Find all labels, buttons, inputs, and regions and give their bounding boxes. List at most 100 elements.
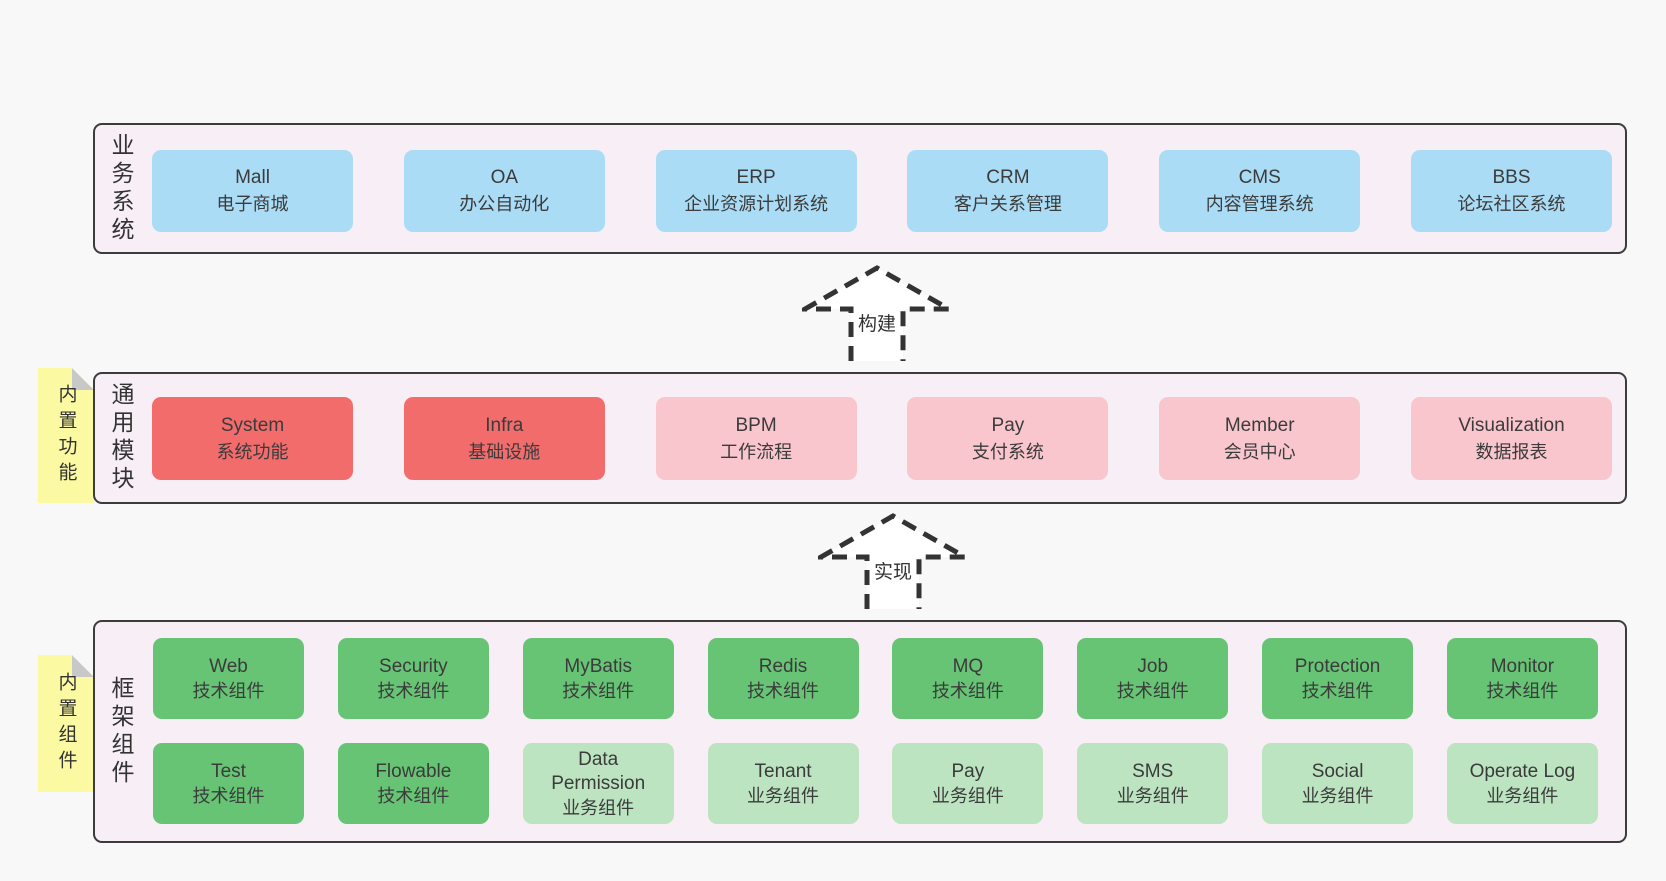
box-name: System: [220, 414, 285, 436]
box-desc: 业务组件: [1301, 785, 1374, 806]
box-desc: 技术组件: [562, 680, 635, 701]
box-infra: Infra 基础设施: [403, 397, 605, 480]
box-member: Member 会员中心: [1159, 397, 1361, 480]
common-modules-panel: 通用模块 System 系统功能 Infra 基础设施 BPM 工作流程 Pay…: [93, 372, 1627, 504]
box-operate-log: Operate Log 业务组件: [1446, 743, 1598, 824]
box-name: Pay: [991, 414, 1025, 436]
box-desc: 基础设施: [468, 441, 541, 462]
box-desc: 技术组件: [1486, 680, 1559, 701]
box-name: Test: [211, 760, 246, 782]
box-monitor: Monitor 技术组件: [1446, 638, 1598, 719]
box-desc: 业务组件: [931, 785, 1004, 806]
box-desc: 技术组件: [931, 680, 1004, 701]
box-name: MyBatis: [564, 655, 632, 677]
box-desc: 客户关系管理: [953, 194, 1062, 214]
box-name: MQ: [952, 655, 984, 677]
framework-components-panel: 框架组件 Web 技术组件 Security 技术组件 MyBatis 技术组件…: [93, 620, 1627, 843]
panel-label-business-systems: 业务系统: [108, 132, 134, 245]
box-erp: ERP 企业资源计划系统: [655, 150, 857, 232]
box-name: Member: [1224, 414, 1295, 436]
box-desc: 技术组件: [192, 680, 265, 701]
box-desc: 业务组件: [1116, 785, 1189, 806]
implement-arrow-label: 实现: [869, 556, 917, 585]
box-desc: 数据报表: [1475, 441, 1548, 462]
box-desc: 业务组件: [562, 797, 635, 818]
box-desc: 内容管理系统: [1205, 194, 1314, 214]
box-desc: 电子商城: [216, 194, 289, 214]
box-name: Data Permission: [551, 748, 646, 794]
box-name: Tenant: [754, 760, 812, 782]
modules-boxes-row: System 系统功能 Infra 基础设施 BPM 工作流程 Pay 支付系统…: [152, 397, 1612, 480]
box-desc: 技术组件: [377, 785, 450, 806]
framework-boxes-row-2: Test 技术组件 Flowable 技术组件 Data Permission …: [153, 743, 1598, 824]
box-name: Web: [209, 655, 248, 677]
box-web: Web 技术组件: [153, 638, 304, 719]
box-name: Infra: [485, 414, 524, 436]
box-name: OA: [490, 167, 519, 188]
box-crm: CRM 客户关系管理: [907, 150, 1109, 232]
box-name: BPM: [735, 414, 777, 436]
box-desc: 技术组件: [1116, 680, 1189, 701]
box-pay-module: Pay 支付系统: [907, 397, 1109, 480]
box-flowable: Flowable 技术组件: [337, 743, 489, 824]
box-desc: 技术组件: [1301, 680, 1374, 701]
box-desc: 技术组件: [747, 680, 820, 701]
box-name: BBS: [1492, 167, 1531, 188]
panel-label-framework-components: 框架组件: [108, 675, 134, 788]
box-desc: 业务组件: [1486, 785, 1559, 806]
business-boxes-row: Mall 电子商城 OA 办公自动化 ERP 企业资源计划系统 CRM 客户关系…: [152, 150, 1612, 232]
box-name: Visualization: [1458, 414, 1565, 436]
box-cms: CMS 内容管理系统: [1159, 150, 1361, 232]
box-desc: 技术组件: [377, 680, 450, 701]
sticky-label: 内置功能: [55, 383, 77, 488]
box-desc: 论坛社区系统: [1457, 194, 1566, 214]
box-social: Social 业务组件: [1262, 743, 1414, 824]
box-name: Operate Log: [1469, 760, 1576, 782]
box-protection: Protection 技术组件: [1262, 638, 1414, 719]
box-data-permission: Data Permission 业务组件: [522, 743, 674, 824]
box-desc: 会员中心: [1223, 441, 1296, 462]
box-job: Job 技术组件: [1077, 638, 1229, 719]
box-bbs: BBS 论坛社区系统: [1410, 150, 1612, 232]
box-name: Mall: [235, 167, 270, 188]
box-name: SMS: [1132, 760, 1174, 782]
box-oa: OA 办公自动化: [403, 150, 605, 232]
box-desc: 工作流程: [720, 441, 793, 462]
box-desc: 办公自动化: [459, 194, 550, 214]
box-name: Redis: [758, 655, 808, 677]
box-desc: 技术组件: [192, 785, 265, 806]
box-system: System 系统功能: [152, 397, 353, 480]
sticky-label: 内置组件: [55, 671, 77, 776]
box-mall: Mall 电子商城: [152, 150, 353, 232]
box-name: Pay: [951, 760, 985, 782]
box-name: ERP: [736, 167, 776, 188]
box-redis: Redis 技术组件: [707, 638, 859, 719]
framework-boxes-row-1: Web 技术组件 Security 技术组件 MyBatis 技术组件 Redi…: [153, 638, 1598, 719]
box-desc: 支付系统: [971, 441, 1044, 462]
implement-arrow: 实现: [818, 512, 968, 609]
box-name: CRM: [986, 167, 1030, 188]
box-name: CMS: [1238, 167, 1281, 188]
panel-label-common-modules: 通用模块: [108, 382, 134, 494]
build-arrow-label: 构建: [853, 308, 901, 337]
box-test: Test 技术组件: [153, 743, 304, 824]
box-desc: 企业资源计划系统: [684, 194, 829, 214]
box-bpm: BPM 工作流程: [655, 397, 857, 480]
box-sms: SMS 业务组件: [1077, 743, 1229, 824]
box-name: Social: [1311, 760, 1364, 782]
box-desc: 业务组件: [747, 785, 820, 806]
box-security: Security 技术组件: [337, 638, 489, 719]
box-name: Security: [379, 655, 448, 677]
box-mq: MQ 技术组件: [892, 638, 1044, 719]
box-pay-component: Pay 业务组件: [892, 743, 1044, 824]
box-name: Monitor: [1490, 655, 1555, 677]
box-desc: 系统功能: [216, 441, 289, 462]
box-name: Flowable: [375, 760, 452, 782]
business-systems-panel: 业务系统 Mall 电子商城 OA 办公自动化 ERP 企业资源计划系统 CRM…: [93, 123, 1627, 254]
box-tenant: Tenant 业务组件: [707, 743, 859, 824]
sticky-note-built-in-features: 内置功能: [38, 368, 94, 503]
box-mybatis: MyBatis 技术组件: [522, 638, 674, 719]
sticky-note-built-in-components: 内置组件: [38, 655, 94, 792]
build-arrow: 构建: [802, 264, 952, 361]
box-name: Protection: [1294, 655, 1381, 677]
